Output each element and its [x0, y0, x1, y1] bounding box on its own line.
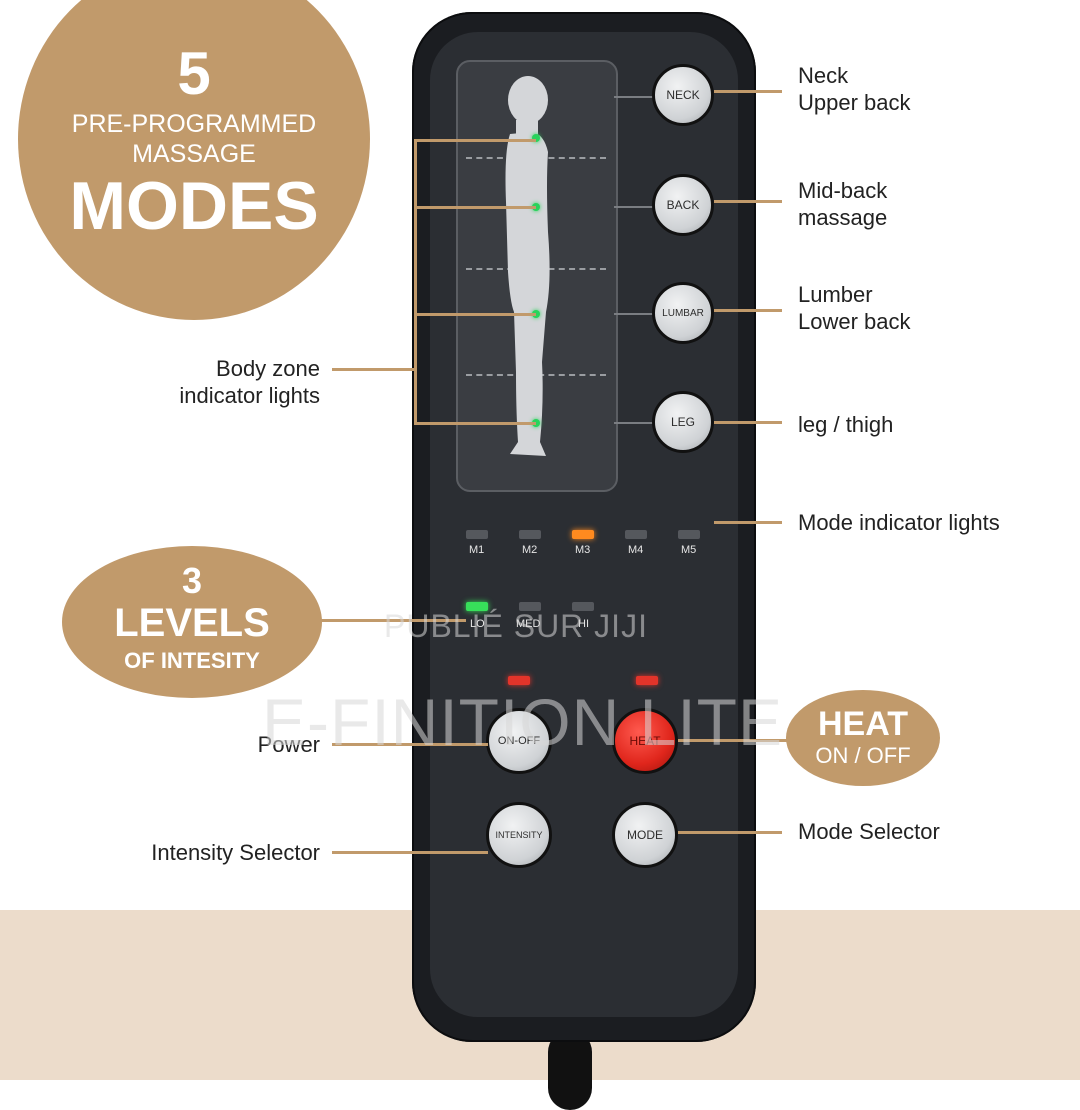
callout-line-power [332, 743, 488, 746]
watermark-jiji: PUBLIÉ SUR JIJI [384, 608, 648, 644]
callout-line-lumbar [714, 309, 782, 312]
intensity-label-med: MED [516, 618, 541, 630]
heat-led [636, 676, 658, 685]
label-back: Mid-back massage [798, 177, 887, 231]
label-back-line1: Mid-back [798, 178, 888, 203]
mode-led-m2 [519, 530, 541, 539]
mode-label-m2: M2 [522, 544, 538, 556]
intensity-led-hi [572, 602, 594, 611]
callout-line-intensity-selector [332, 851, 488, 854]
label-neck-line2: Upper back [798, 90, 911, 115]
intensity-button[interactable]: INTENSITY [486, 802, 552, 868]
label-back-line2: massage [798, 205, 888, 230]
neck-indicator-light [532, 134, 540, 142]
callout-line-leg [714, 421, 782, 424]
leg-button[interactable]: LEG [652, 391, 714, 453]
heat-badge-line1: HEAT [817, 705, 909, 743]
callout-bracket [414, 139, 417, 425]
power-led [508, 676, 530, 685]
heat-button[interactable]: HEAT [612, 708, 678, 774]
label-lumbar-line2: Lower back [798, 309, 911, 334]
label-neck-line1: Neck [798, 63, 849, 88]
panel-connector [614, 313, 656, 315]
intensity-led-med [519, 602, 541, 611]
mode-label-m1: M1 [469, 544, 485, 556]
human-figure-icon [505, 76, 550, 456]
label-neck: Neck Upper back [798, 62, 911, 116]
label-lumbar: Lumber Lower back [798, 281, 911, 335]
panel-connector [614, 96, 656, 98]
levels-badge-line2: OF INTESITY [124, 648, 260, 673]
label-body-zone: Body zone indicator lights [120, 355, 320, 409]
heat-badge-line2: ON / OFF [815, 743, 911, 768]
label-lumbar-line1: Lumber [798, 282, 873, 307]
label-power: Power [257, 732, 320, 757]
label-body-zone-line1: Body zone [216, 356, 320, 381]
mode-led-m4 [625, 530, 647, 539]
intensity-label-hi: HI [578, 618, 589, 630]
levels-badge-number: 3 [181, 560, 203, 601]
modes-badge-number: 5 [177, 40, 211, 107]
modes-badge-line1: PRE-PROGRAMMED [71, 110, 317, 138]
callout-line-lumbar-zone [416, 313, 536, 316]
leg-indicator-light [532, 419, 540, 427]
remote-cable [548, 1030, 592, 1110]
neck-button[interactable]: NECK [652, 64, 714, 126]
mode-label-m3: M3 [575, 544, 591, 556]
label-intensity-selector: Intensity Selector [151, 840, 320, 865]
callout-line-body-zone [332, 368, 416, 371]
mode-led-m3 [572, 530, 594, 539]
callout-line-back-zone [416, 206, 536, 209]
modes-badge: 5 PRE-PROGRAMMED MASSAGE MODES [18, 0, 370, 320]
modes-badge-line2: MASSAGE [132, 140, 256, 168]
power-button[interactable]: ON-OFF [486, 708, 552, 774]
levels-badge-line1: LEVELS [114, 601, 270, 645]
heat-badge: HEAT ON / OFF [786, 690, 940, 786]
label-mode-indicator-lights: Mode indicator lights [798, 510, 1000, 535]
mode-led-m5 [678, 530, 700, 539]
callout-line-neck-zone [416, 139, 536, 142]
callout-line-intensity-levels [320, 619, 466, 622]
mode-button[interactable]: MODE [612, 802, 678, 868]
modes-badge-line3: MODES [69, 168, 319, 244]
callout-line-back [714, 200, 782, 203]
back-button[interactable]: BACK [652, 174, 714, 236]
mode-led-m1 [466, 530, 488, 539]
lumbar-button[interactable]: LUMBAR [652, 282, 714, 344]
panel-connector [614, 206, 656, 208]
callout-line-mode-lights [714, 521, 782, 524]
label-body-zone-line2: indicator lights [179, 383, 320, 408]
mode-label-m5: M5 [681, 544, 697, 556]
watermark-efinition: E-FINITION LITE [262, 685, 784, 759]
intensity-led-lo [466, 602, 488, 611]
label-leg: leg / thigh [798, 412, 894, 437]
intensity-label-lo: LO [470, 618, 485, 630]
label-mode-selector: Mode Selector [798, 819, 940, 844]
lumbar-indicator-light [532, 310, 540, 318]
levels-badge: 3 LEVELS OF INTESITY [62, 546, 322, 698]
callout-line-neck [714, 90, 782, 93]
mode-label-m4: M4 [628, 544, 644, 556]
callout-line-mode-selector [678, 831, 782, 834]
callout-line-heat [678, 739, 788, 742]
callout-line-leg-zone [416, 422, 536, 425]
panel-connector [614, 422, 656, 424]
back-indicator-light [532, 203, 540, 211]
